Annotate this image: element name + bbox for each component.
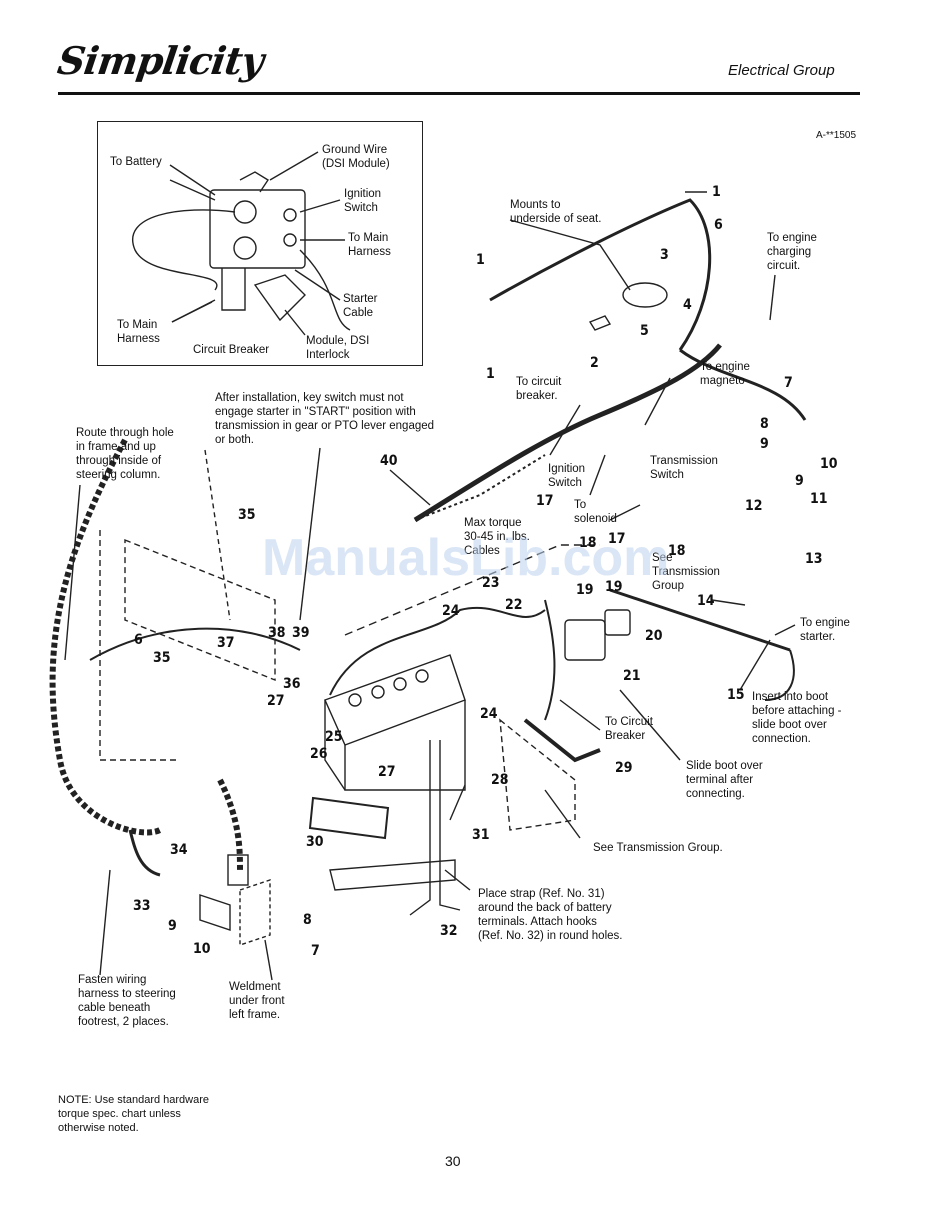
part-number: 9 — [168, 918, 177, 934]
part-number: 6 — [134, 632, 143, 648]
part-number: 15 — [727, 687, 745, 703]
part-number: 39 — [292, 625, 310, 641]
callout-see-transmission-group-2: See Transmission Group. — [593, 842, 723, 854]
part-number: 29 — [615, 760, 633, 776]
callout-to-engine-starter: To engine starter. — [800, 617, 850, 643]
callout-fasten-wiring: Fasten wiring harness to steering cable … — [78, 974, 176, 1028]
callout-mounts: Mounts to underside of seat. — [510, 199, 602, 225]
part-number: 27 — [267, 693, 285, 709]
part-number: 30 — [306, 834, 324, 850]
inset-module-drawing — [132, 171, 351, 331]
part-number: 7 — [784, 375, 793, 391]
label-module-dsi: Module, DSI Interlock — [306, 335, 370, 361]
callout-to-circuit-breaker-top: To circuit breaker. — [516, 376, 562, 402]
part-number: 2 — [590, 355, 599, 371]
part-number: 1 — [486, 366, 495, 382]
battery-drawing — [324, 654, 466, 791]
part-number: 5 — [640, 323, 649, 339]
part-number: 9 — [760, 436, 769, 452]
part-number: 10 — [193, 941, 211, 957]
part-number: 12 — [745, 498, 763, 514]
callout-insert-boot: Insert into boot before attaching - slid… — [752, 691, 842, 745]
label-starter-cable: Starter Cable — [343, 293, 378, 319]
part-number: 19 — [605, 579, 623, 595]
part-number: 23 — [482, 575, 500, 591]
part-number: 14 — [697, 593, 715, 609]
part-number: 7 — [311, 943, 320, 959]
part-number: 24 — [442, 603, 460, 619]
part-number: 34 — [170, 842, 188, 858]
part-number: 10 — [820, 456, 838, 472]
page-number: 30 — [445, 1153, 461, 1169]
footer-note: NOTE: Use standard hardware torque spec.… — [58, 1094, 210, 1134]
part-number: 38 — [268, 625, 286, 641]
part-number: 3 — [660, 247, 669, 263]
callout-to-engine-charging: To engine charging circuit. — [767, 232, 817, 272]
label-ground-wire: Ground Wire (DSI Module) — [322, 144, 390, 170]
part-number: 35 — [153, 650, 171, 666]
callout-see-transmission-group-1: See Transmission Group — [652, 552, 720, 592]
part-number: 31 — [472, 827, 490, 843]
part-number: 11 — [810, 491, 828, 507]
part-number: 18 — [668, 543, 686, 559]
inset-detail-box — [97, 121, 423, 366]
part-number: 20 — [645, 628, 663, 644]
callout-slide-boot: Slide boot over terminal after connectin… — [686, 760, 763, 800]
part-number: 21 — [623, 668, 641, 684]
part-number: 8 — [303, 912, 312, 928]
part-number: 17 — [608, 531, 626, 547]
part-number: 35 — [238, 507, 256, 523]
part-number: 18 — [579, 535, 597, 551]
label-circuit-breaker: Circuit Breaker — [193, 344, 270, 356]
section-title: Electrical Group — [728, 62, 835, 79]
part-number: 40 — [380, 453, 398, 469]
part-number: 1 — [712, 184, 721, 200]
callout-max-torque: Max torque 30-45 in. lbs. Cables — [464, 517, 530, 557]
watermark: ManualsLib.com — [262, 529, 670, 587]
callout-to-engine-magneto: To engine magneto — [700, 361, 750, 387]
part-number: 8 — [760, 416, 769, 432]
callout-ignition-switch: Ignition Switch — [548, 463, 586, 489]
callout-route: Route through hole in frame and up throu… — [76, 427, 174, 481]
callout-place-strap: Place strap (Ref. No. 31) around the bac… — [478, 888, 623, 942]
callout-weldment: Weldment under front left frame. — [229, 981, 285, 1021]
label-inset-to-main-harness-left: To Main Harness — [117, 319, 160, 345]
callout-after-install: After installation, key switch must not … — [215, 392, 435, 446]
part-number: 25 — [325, 729, 343, 745]
label-inset-ignition-switch: Ignition Switch — [344, 188, 382, 214]
header-rule — [58, 92, 860, 95]
part-number: 26 — [310, 746, 328, 762]
part-number: 24 — [480, 706, 498, 722]
callout-to-solenoid: To solenoid — [574, 499, 617, 525]
part-number: 36 — [283, 676, 301, 692]
part-number: 1 — [476, 252, 485, 268]
label-inset-to-main-harness-right: To Main Harness — [348, 232, 391, 258]
part-number: 19 — [576, 582, 594, 598]
part-number: 13 — [805, 551, 823, 567]
part-number: 6 — [714, 217, 723, 233]
callout-to-circuit-breaker-mid: To Circuit Breaker — [605, 716, 653, 742]
part-number: 28 — [491, 772, 509, 788]
label-to-battery: To Battery — [110, 156, 162, 168]
part-number: 37 — [217, 635, 235, 651]
part-number: 4 — [683, 297, 692, 313]
part-number: 33 — [133, 898, 151, 914]
part-number: 32 — [440, 923, 458, 939]
callout-transmission-switch: Transmission Switch — [650, 455, 718, 481]
part-number: 9 — [795, 473, 804, 489]
part-number: 27 — [378, 764, 396, 780]
part-number: 17 — [536, 493, 554, 509]
figure-id: A-**1505 — [816, 130, 857, 141]
part-number: 22 — [505, 597, 523, 613]
